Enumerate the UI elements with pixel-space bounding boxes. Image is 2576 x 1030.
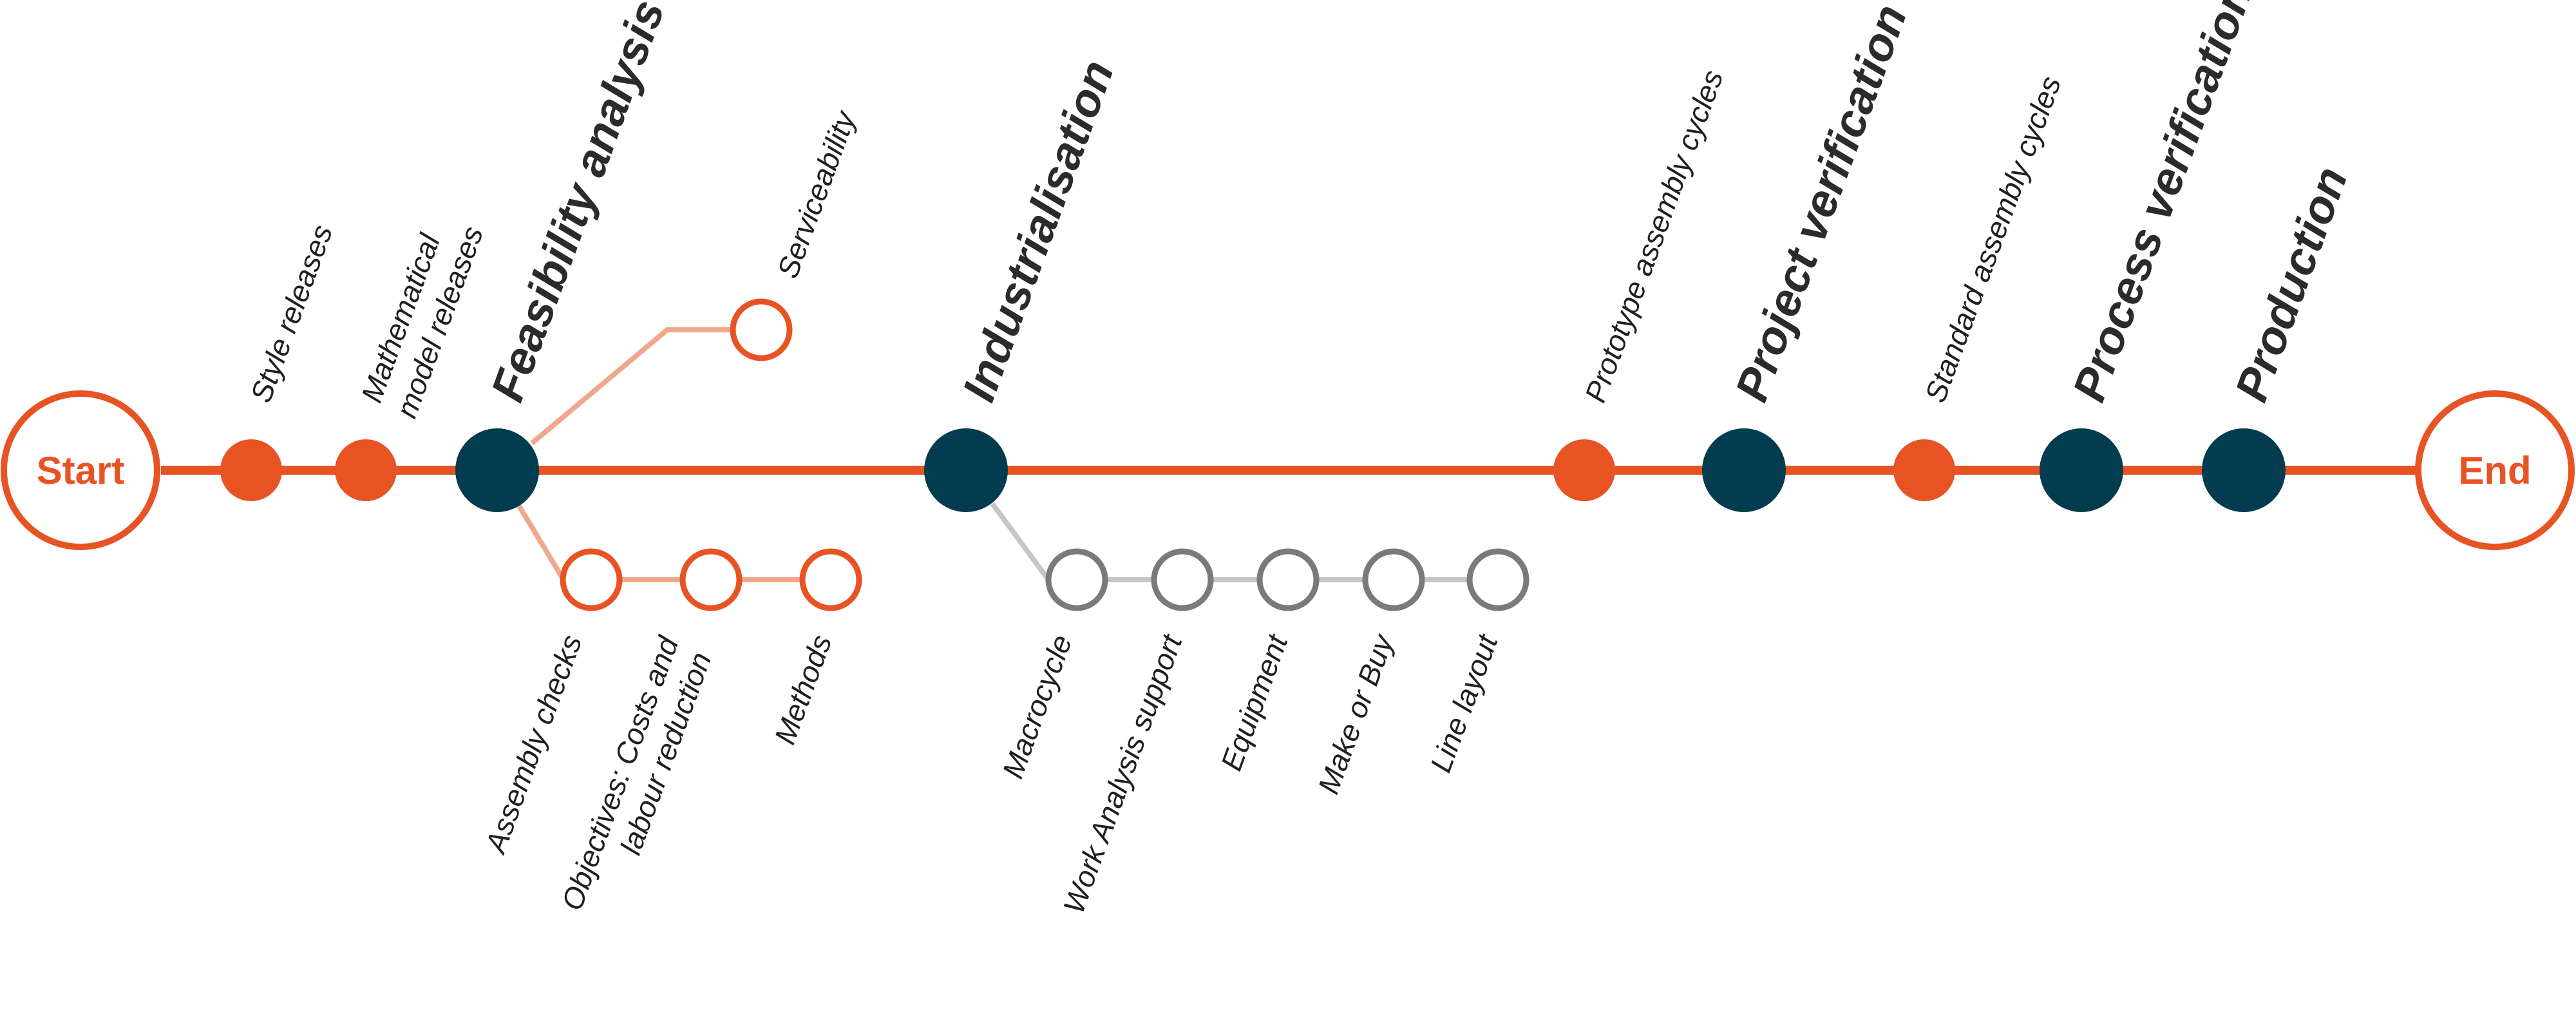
label-work-analysis-support: Work Analysis support <box>1057 629 1189 918</box>
node-line-layout <box>1466 548 1530 611</box>
serviceability-connector <box>530 327 733 446</box>
label-make-or-buy: Make or Buy <box>1311 629 1400 798</box>
node-standard-assembly-cycles <box>1893 439 1955 501</box>
node-objectives-costs <box>679 548 743 611</box>
node-assembly-checks <box>560 548 623 611</box>
start-label: Start <box>37 449 125 492</box>
node-equipment <box>1256 548 1320 611</box>
end-node: End <box>2415 390 2575 550</box>
node-style-releases <box>220 439 282 501</box>
label-standard-assembly-cycles: Standard assembly cycles <box>1918 72 2068 407</box>
node-production <box>2202 428 2286 512</box>
node-process-verification <box>2040 428 2123 512</box>
node-mathematical-model-releases <box>335 439 397 501</box>
label-equipment: Equipment <box>1214 629 1294 776</box>
label-macrocycle: Macrocycle <box>996 631 1078 783</box>
end-label: End <box>2458 449 2531 492</box>
label-style-releases: Style releases <box>244 220 339 406</box>
label-process-verification: Process verification <box>2063 0 2262 408</box>
node-macrocycle <box>1045 548 1108 611</box>
label-project-verification: Project verification <box>1726 0 1917 408</box>
node-prototype-assembly-cycles <box>1553 439 1615 501</box>
label-production: Production <box>2226 160 2358 408</box>
start-node: Start <box>1 390 160 550</box>
node-project-verification <box>1702 428 1786 512</box>
label-methods: Methods <box>768 631 838 749</box>
label-prototype-assembly-cycles: Prototype assembly cycles <box>1578 66 1730 406</box>
node-methods <box>799 548 862 611</box>
node-make-or-buy <box>1362 548 1425 611</box>
node-industrialisation <box>924 428 1008 512</box>
node-serviceability <box>730 298 793 361</box>
node-work-analysis-support <box>1151 548 1214 611</box>
label-line-layout: Line layout <box>1423 629 1504 777</box>
label-assembly-checks: Assembly checks <box>478 631 588 859</box>
label-serviceability: Serviceability <box>771 105 863 282</box>
label-industrialisation: Industrialisation <box>953 54 1124 408</box>
node-feasibility-analysis <box>455 428 539 512</box>
